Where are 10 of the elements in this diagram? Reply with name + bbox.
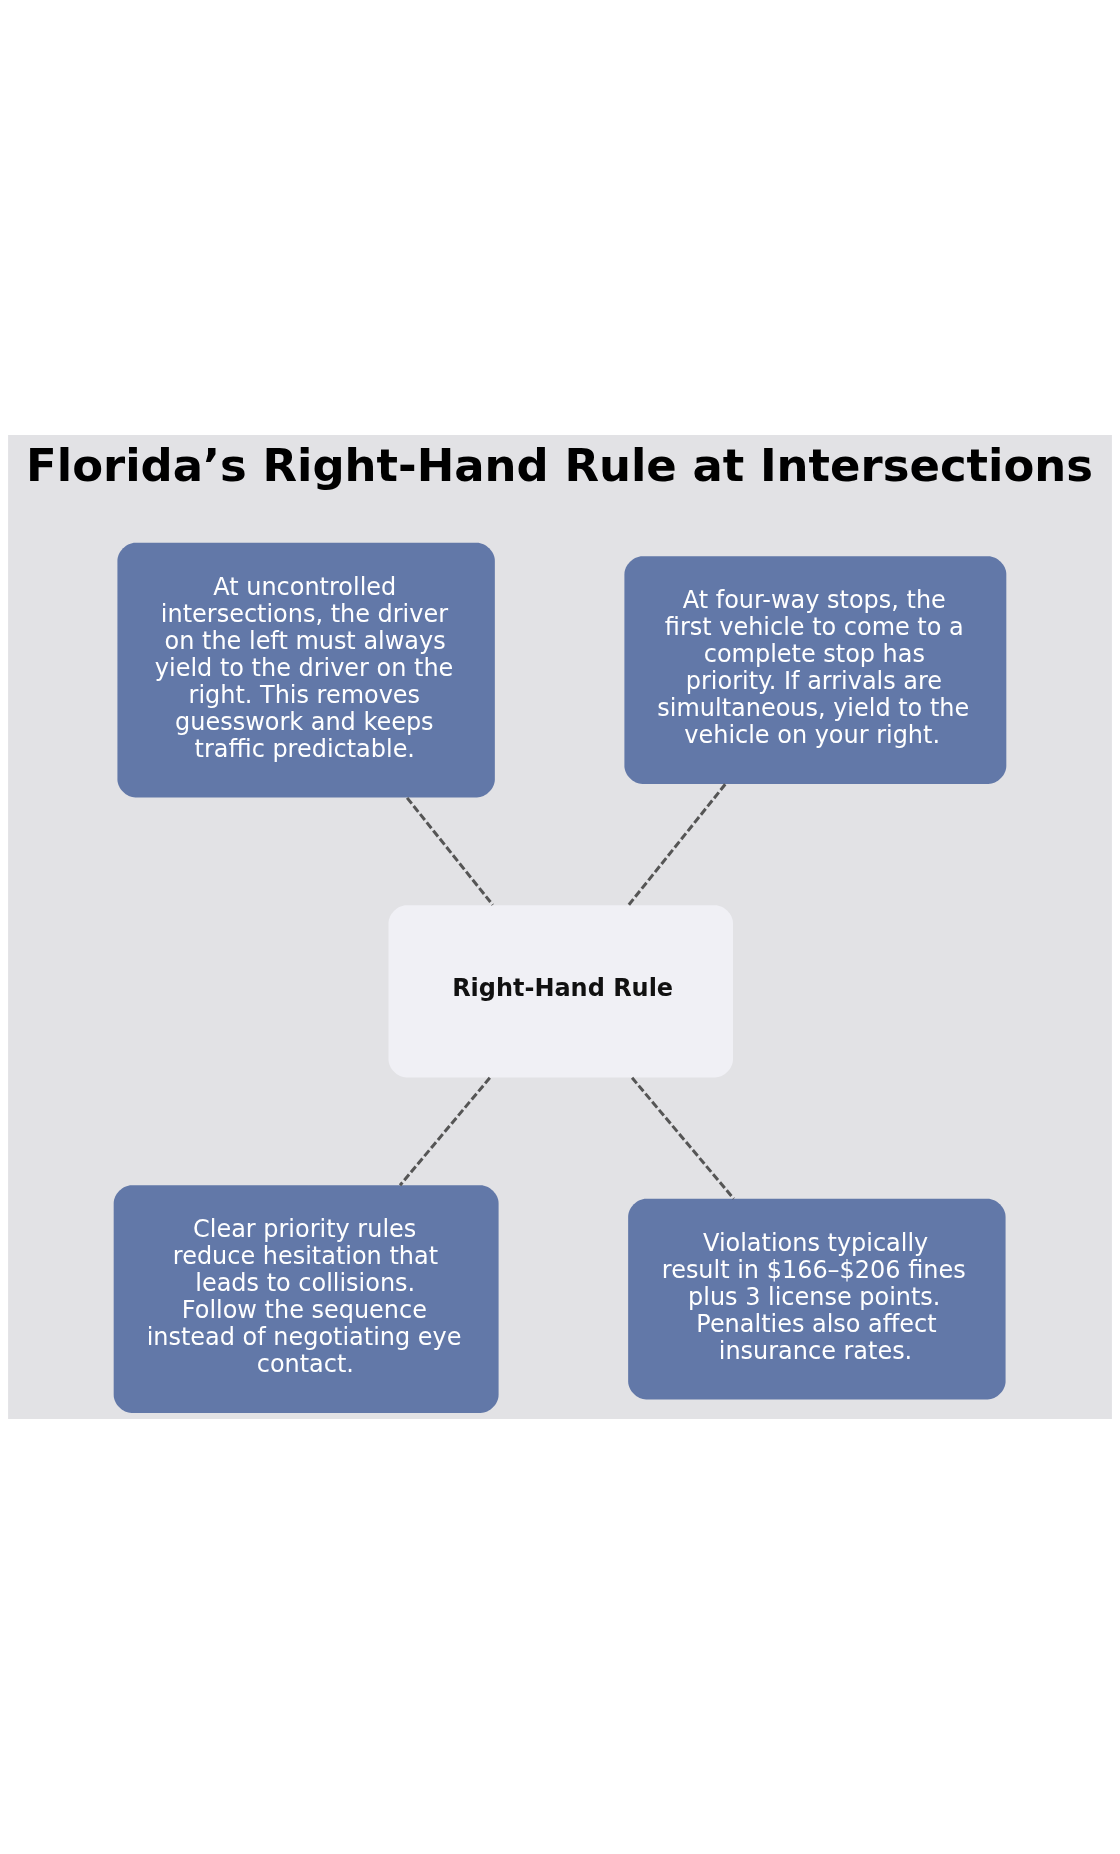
node-box: Violations typically result in $166–$206 fines plus 3 license points. Penalties also affect insurance rates. (628, 1198, 1006, 1400)
connector (627, 783, 727, 906)
node-box: Clear priority rules reduce hesitation that leads to collisions. Follow the sequence instead of negotiating eye contact. (113, 1185, 499, 1413)
connector (405, 796, 494, 906)
node-box: Right-Hand Rule (388, 905, 733, 1078)
connector (630, 1076, 735, 1200)
diagram-title: Florida’s Right-Hand Rule at Intersections (26, 439, 1093, 493)
node-box: At four-way stops, the first vehicle to come to a complete stop has priority. If arrivals are simultaneous, yield to the vehicle on your right. (624, 556, 1007, 784)
node-box: At uncontrolled intersections, the driver on the left must always yield to the driver on the right. This removes guesswork and keeps traffic predictable. (117, 542, 495, 798)
connector (398, 1076, 491, 1187)
